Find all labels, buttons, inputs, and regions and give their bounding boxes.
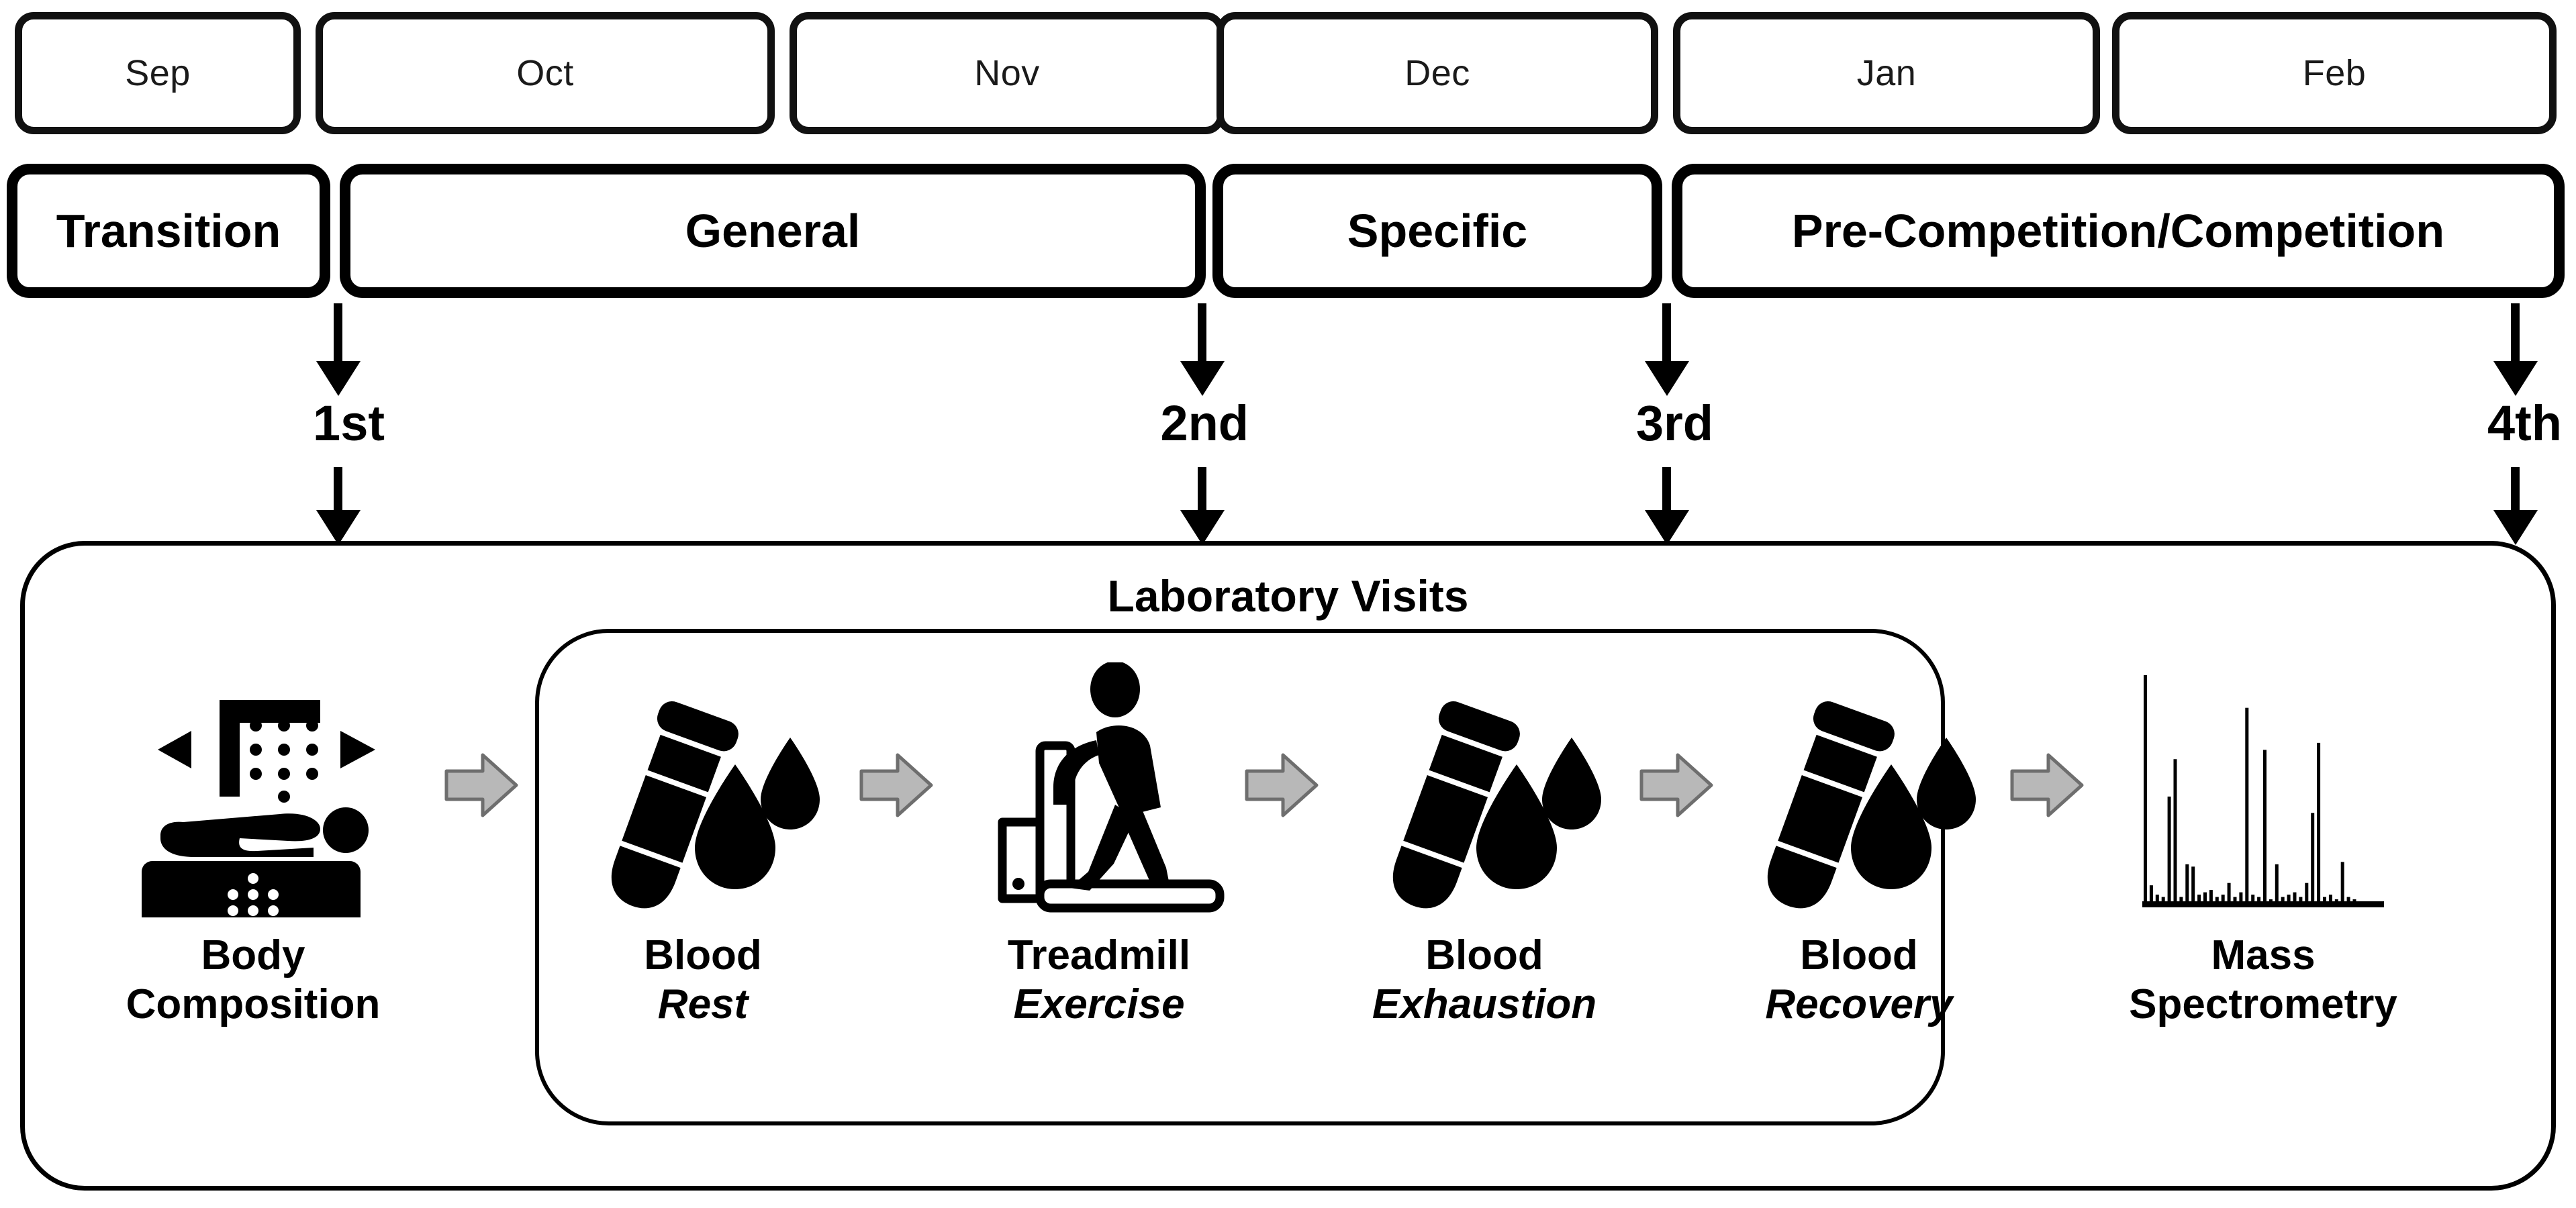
month-label: Sep [125,53,191,93]
arrow-down-icon [334,303,342,365]
arrow-down-icon [2493,510,2538,545]
month-label: Dec [1404,53,1470,93]
caption-line-1: Blood [1425,932,1543,978]
body-scanner-icon [112,649,394,917]
arrow-down-icon [1662,467,1671,514]
month-label: Oct [516,53,574,93]
visit-marker-2nd: 2nd [1128,303,1276,545]
treadmill-icon [958,649,1240,917]
arrow-down-icon [1645,510,1689,545]
station-caption: Blood Recovery [1691,931,2027,1029]
month-box-nov: Nov [790,12,1225,134]
laboratory-visits-title: Laboratory Visits [1107,571,1469,621]
visit-marker-3rd: 3rd [1592,303,1740,545]
caption-line-2: Recovery [1765,981,1953,1028]
phase-box-pre-competition: Pre-Competition/Competition [1672,164,2565,298]
arrow-down-icon [316,510,361,545]
flow-arrow-icon [856,746,935,825]
flow-arrow-icon [2007,746,2086,825]
blood-tube-icon [1343,649,1625,917]
caption-line-2: Spectrometry [2129,981,2397,1028]
station-blood-rest: Blood Rest [562,649,844,1119]
flow-arrow-icon [1636,746,1715,825]
arrow-down-icon [1180,361,1225,396]
caption-line-1: Treadmill [1007,932,1191,978]
arrow-down-icon [1662,303,1671,365]
month-row: Sep Oct Nov Dec Jan Feb [0,12,2576,134]
phase-label: Transition [56,205,281,257]
blood-tube-icon [562,649,844,917]
month-box-dec: Dec [1217,12,1658,134]
station-treadmill-exercise: Treadmill Exercise [958,649,1240,1119]
visit-marker-4th: 4th [2441,303,2576,545]
station-caption: Blood Rest [535,931,871,1029]
caption-line-2: Exercise [1013,981,1185,1028]
mass-spectrum-plot [2142,674,2384,907]
arrow-down-icon [1645,361,1689,396]
station-body-composition: Body Composition [112,649,394,1119]
phase-label: General [685,205,861,257]
station-blood-recovery: Blood Recovery [1718,649,2000,1119]
visit-ordinal-label: 2nd [1160,395,1249,451]
phase-label: Pre-Competition/Competition [1791,205,2445,257]
training-phase-row: Transition General Specific Pre-Competit… [0,164,2576,298]
month-label: Jan [1856,53,1917,93]
visit-ordinal-label: 1st [313,395,385,451]
caption-line-2: Composition [126,981,381,1028]
arrow-down-icon [2511,303,2520,365]
arrow-down-icon [334,467,342,514]
caption-line-1: Blood [1800,932,1918,978]
arrow-down-icon [1198,303,1206,365]
caption-line-1: Blood [644,932,762,978]
mass-spectrum-icon [2122,649,2404,917]
laboratory-visits-panel: Laboratory Visits [20,541,2556,1191]
flow-arrow-icon [1241,746,1321,825]
month-box-jan: Jan [1673,12,2100,134]
station-mass-spectrometry: Mass Spectrometry [2122,649,2404,1119]
station-caption: Mass Spectrometry [2095,931,2431,1029]
month-label: Nov [974,53,1040,93]
arrow-down-icon [316,361,361,396]
arrow-down-icon [1180,510,1225,545]
phase-box-specific: Specific [1212,164,1662,298]
phase-box-transition: Transition [7,164,330,298]
station-caption: Body Composition [85,931,421,1029]
phase-box-general: General [340,164,1206,298]
caption-line-2: Exhaustion [1372,981,1597,1028]
arrow-down-icon [2493,361,2538,396]
visit-marker-1st: 1st [264,303,412,545]
month-label: Feb [2302,53,2367,93]
station-caption: Treadmill Exercise [931,931,1267,1029]
caption-line-1: Body [201,932,305,978]
visit-ordinal-label: 3rd [1635,395,1713,451]
month-box-sep: Sep [15,12,301,134]
month-box-feb: Feb [2112,12,2557,134]
blood-tube-icon [1718,649,2000,917]
arrow-down-icon [2511,467,2520,514]
station-caption: Blood Exhaustion [1317,931,1652,1029]
month-box-oct: Oct [316,12,775,134]
flow-arrow-icon [441,746,520,825]
arrow-down-icon [1198,467,1206,514]
caption-line-2: Rest [657,981,749,1028]
station-blood-exhaustion: Blood Exhaustion [1343,649,1625,1119]
exercise-protocol-group [535,629,1945,1125]
visit-ordinal-label: 4th [2487,395,2562,451]
phase-label: Specific [1347,205,1528,257]
caption-line-1: Mass [2211,932,2316,978]
